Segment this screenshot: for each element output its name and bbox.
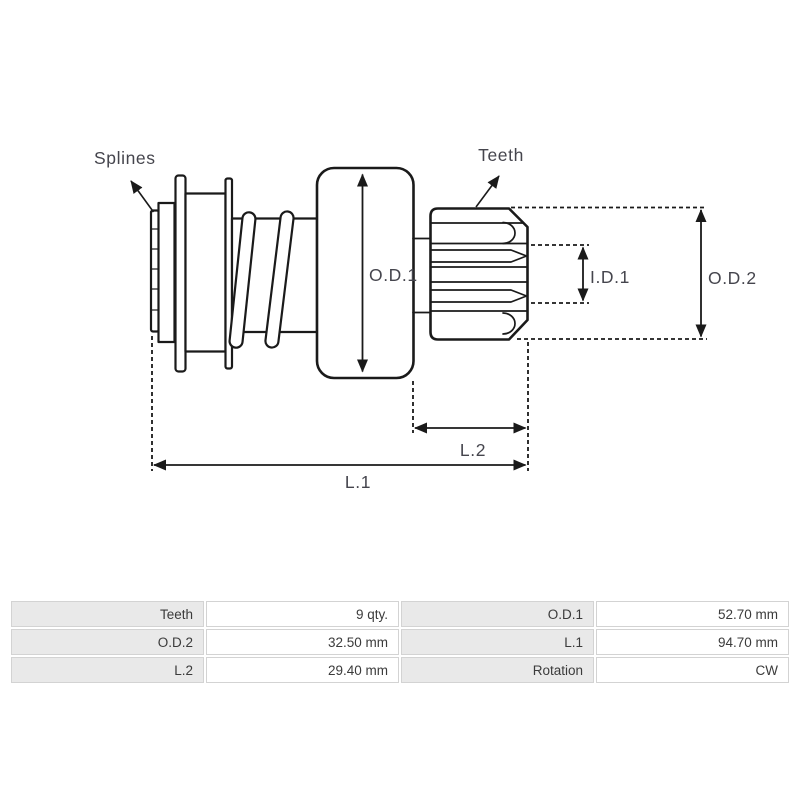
spring-section [228,210,319,349]
spec-value: 29.40 mm [206,657,399,683]
tooth-arc [502,312,516,335]
spec-label: O.D.1 [401,601,594,627]
dimension-l2: L.2 [414,422,527,460]
spline-shaft [149,209,161,333]
splines-label: Splines [94,148,156,168]
spec-label: L.2 [11,657,204,683]
l1-label: L.1 [345,472,371,492]
od2-label: O.D.2 [708,268,757,288]
dimension-l1: L.1 [153,459,527,492]
pinion-shaft [412,237,431,314]
spec-value: 32.50 mm [206,629,399,655]
od1-label: O.D.1 [369,265,418,285]
shaft-collar [157,201,176,344]
callout-teeth: Teeth [475,145,524,208]
dimension-od1: O.D.1 [357,173,418,373]
l2-label: L.2 [460,440,486,460]
table-row: O.D.2 32.50 mm L.1 94.70 mm [11,629,789,655]
tooth-point [429,289,528,303]
id1-label: I.D.1 [590,267,630,287]
spec-value: CW [596,657,789,683]
spec-value: 9 qty. [206,601,399,627]
spec-value: 52.70 mm [596,601,789,627]
front-flange-disc [174,174,187,373]
dimension-id1: I.D.1 [577,246,630,302]
pinion-gear [429,207,529,341]
extension-lines [151,206,707,471]
spring-coil [264,210,295,349]
spec-value: 94.70 mm [596,629,789,655]
table-row: L.2 29.40 mm Rotation CW [11,657,789,683]
technical-drawing: O.D.1 I.D.1 O.D.2 L.2 L.1 Splines Teeth [94,145,757,492]
teeth-label: Teeth [478,145,524,165]
spec-label: Rotation [401,657,594,683]
spec-label: L.1 [401,629,594,655]
tooth-point [429,249,528,263]
dimension-od2: O.D.2 [695,209,757,338]
spec-table: Teeth 9 qty. O.D.1 52.70 mm O.D.2 32.50 … [9,599,791,685]
spec-label: Teeth [11,601,204,627]
callout-splines: Splines [94,148,156,213]
spec-label: O.D.2 [11,629,204,655]
barrel-section [184,192,227,353]
spring-coil [228,211,257,349]
table-row: Teeth 9 qty. O.D.1 52.70 mm [11,601,789,627]
